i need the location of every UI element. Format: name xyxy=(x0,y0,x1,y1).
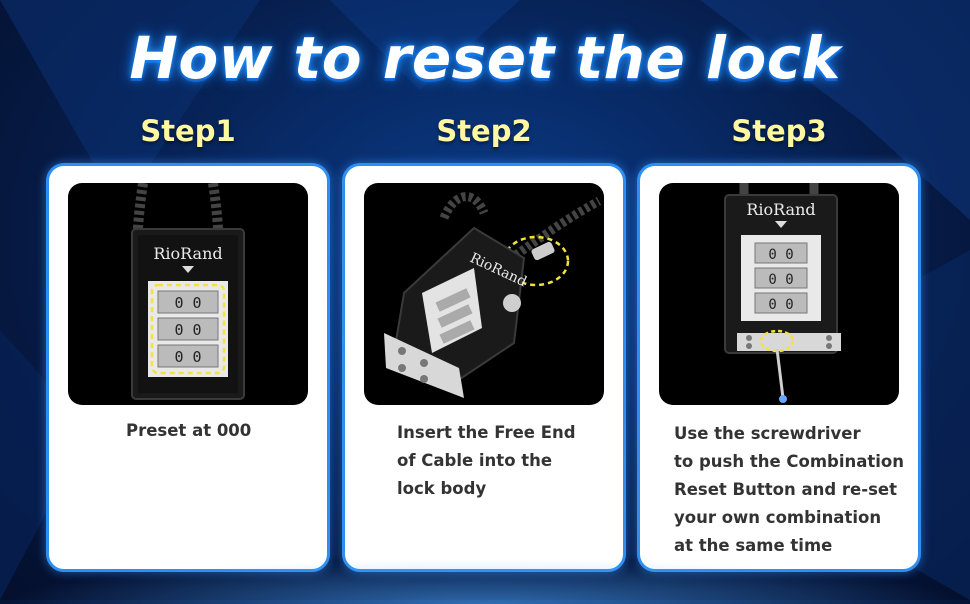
svg-text:0 0: 0 0 xyxy=(174,348,201,366)
step2-card: RioRand Insert the Free End of Cable int… xyxy=(342,163,626,572)
step3-description: Use the screwdriver to push the Combinat… xyxy=(674,424,905,555)
svg-text:0 0: 0 0 xyxy=(174,321,201,339)
step3-label: Step3 xyxy=(731,114,827,148)
step2-photo: RioRand xyxy=(364,183,604,405)
bottom-glow xyxy=(0,558,970,604)
step1-photo: RioRand 0 0 0 0 0 0 xyxy=(68,183,308,405)
step1-card: RioRand 0 0 0 0 0 0 Preset at 000 xyxy=(46,163,330,572)
svg-text:0 0: 0 0 xyxy=(174,294,201,312)
step3-card: RioRand 0 0 0 0 0 0 Use the screwdriver … xyxy=(637,163,921,572)
svg-text:0 0: 0 0 xyxy=(768,247,793,263)
page-title: How to reset the lock xyxy=(129,24,841,92)
step2-description: Insert the Free End of Cable into the lo… xyxy=(397,423,576,498)
lock-side-illustration: RioRand xyxy=(384,192,602,398)
step3-photo: RioRand 0 0 0 0 0 0 xyxy=(659,183,899,405)
svg-text:0 0: 0 0 xyxy=(768,297,793,313)
step1-description: Preset at 000 xyxy=(126,421,252,440)
svg-text:0 0: 0 0 xyxy=(768,272,793,288)
step1-label: Step1 xyxy=(140,114,236,148)
logo-text: RioRand xyxy=(153,244,222,263)
lock-front-illustration: RioRand 0 0 0 0 0 0 xyxy=(131,183,245,400)
step2-label: Step2 xyxy=(436,114,532,148)
lock-bottom-illustration: RioRand 0 0 0 0 0 0 xyxy=(724,183,841,403)
logo-text: RioRand xyxy=(746,200,815,219)
